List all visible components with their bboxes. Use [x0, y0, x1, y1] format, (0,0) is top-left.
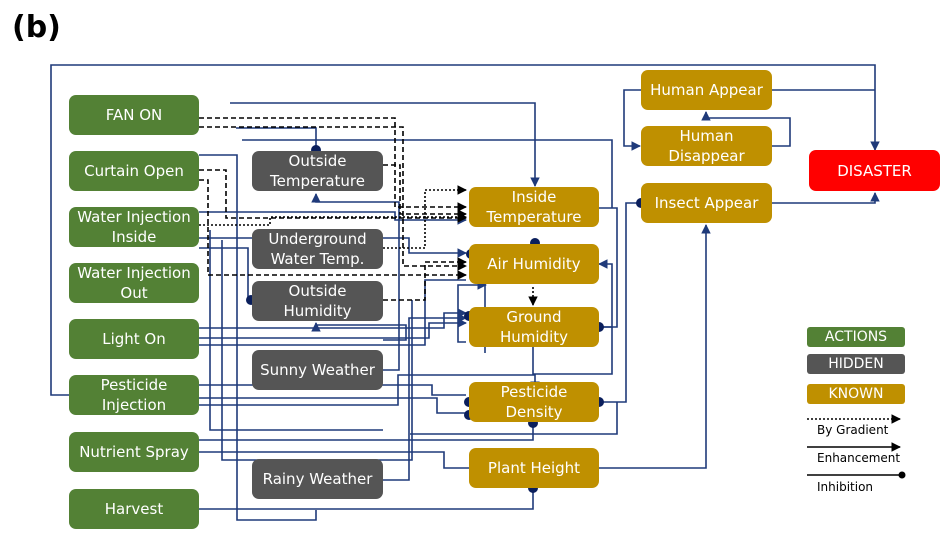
legend-inhibition-dot — [898, 471, 906, 479]
node-human-disappear: Human Disappear — [641, 126, 772, 166]
legend-actions: ACTIONS — [807, 327, 905, 347]
edge-human-disappear-human-appear — [701, 111, 791, 147]
node-outside-humidity: Outside Humidity — [252, 281, 383, 321]
node-human-appear: Human Appear — [641, 70, 772, 110]
legend-enhancement: Enhancement — [817, 451, 901, 465]
node-curtain-open: Curtain Open — [69, 151, 199, 191]
node-disaster: DISASTER — [809, 150, 940, 191]
node-underground-water-temp: Underground Water Temp. — [252, 229, 383, 269]
edge-ground-humidity-air-humidity — [598, 259, 613, 328]
node-outside-temperature: Outside Temperature — [252, 151, 383, 191]
node-insect-appear: Insect Appear — [641, 183, 772, 223]
node-inside-temperature: Inside Temperature — [469, 187, 599, 227]
node-fan-on: FAN ON — [69, 95, 199, 135]
node-ground-humidity: Ground Humidity — [469, 307, 599, 347]
node-pesticide-injection: Pesticide Injection — [69, 375, 199, 415]
node-nutrient-spray: Nutrient Spray — [69, 432, 199, 472]
node-pesticide-density: Pesticide Density — [469, 382, 599, 422]
edge-human-appear-human-disappear — [623, 89, 641, 151]
legend-inhibition: Inhibition — [817, 480, 874, 494]
panel-label: (b) — [12, 10, 61, 45]
node-harvest: Harvest — [69, 489, 199, 529]
edge-insect-appear-disaster — [772, 192, 880, 204]
legend-hidden: HIDDEN — [807, 354, 905, 374]
node-rainy-weather: Rainy Weather — [252, 459, 383, 499]
legend-lines — [807, 414, 906, 479]
node-sunny-weather: Sunny Weather — [252, 350, 383, 390]
node-light-on: Light On — [69, 319, 199, 359]
legend-known: KNOWN — [807, 384, 905, 404]
node-water-injection-inside: Water Injection Inside — [69, 207, 199, 247]
edge-plant-height-insect-appear — [599, 224, 711, 469]
node-water-injection-out: Water Injection Out — [69, 263, 199, 303]
legend-by-gradient: By Gradient — [817, 423, 889, 437]
node-air-humidity: Air Humidity — [469, 244, 599, 284]
edge-pesticide-density-insect-appear — [599, 202, 641, 403]
edge-pesticide-injection-disaster — [50, 64, 880, 396]
node-plant-height: Plant Height — [469, 448, 599, 488]
